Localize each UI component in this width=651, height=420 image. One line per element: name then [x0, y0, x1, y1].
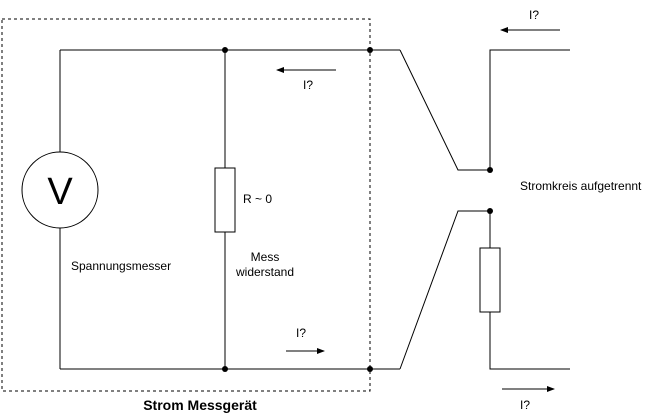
junction-dot [222, 47, 228, 53]
external-wire-bottom-lower [489, 312, 570, 370]
device-boundary [1, 18, 371, 392]
voltmeter-circle [21, 151, 99, 229]
external-wire-top [489, 49, 570, 170]
connection-wire-bottom [399, 210, 490, 370]
voltmeter-caption: Spannungsmesser [71, 259, 171, 273]
connection-wire-top [399, 49, 490, 171]
junction-dot [222, 366, 228, 372]
resistor-caption-line1: Mess [251, 250, 280, 264]
device-title: Strom Messgerät [143, 397, 257, 413]
voltmeter-symbol: V [47, 171, 73, 213]
current-label-top-inside: I? [303, 78, 313, 92]
current-label-bottom-right: I? [520, 398, 530, 412]
load-resistor [479, 247, 501, 313]
circuit-open-label: Stromkreis aufgetrennt [520, 179, 642, 193]
voltmeter: V [21, 151, 99, 229]
current-label-top-right: I? [529, 8, 539, 22]
open-terminal-dot [487, 208, 493, 214]
current-label-bottom-inside: I? [296, 326, 306, 340]
terminal-dot [367, 47, 373, 53]
resistor-value-label: R ~ 0 [243, 192, 272, 206]
terminal-dot [367, 366, 373, 372]
shunt-resistor [214, 167, 236, 233]
resistor-caption-line2: widerstand [235, 265, 294, 279]
open-terminal-dot [487, 167, 493, 173]
